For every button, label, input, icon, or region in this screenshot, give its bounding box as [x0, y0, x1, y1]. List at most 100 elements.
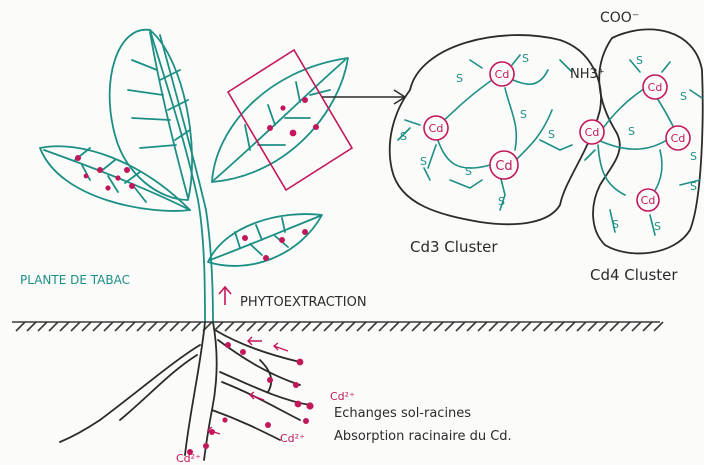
soil-hatch: [577, 322, 586, 331]
soil-hatch: [654, 322, 663, 331]
soil-hatch: [148, 322, 157, 331]
cd-atom-label: Cd: [648, 81, 663, 94]
soil-hatch: [225, 322, 234, 331]
soil-hatch: [379, 322, 388, 331]
cd3-sulfur-labels: S S S S S S S S: [400, 52, 555, 208]
soil-hatch: [291, 322, 300, 331]
soil-hatch: [302, 322, 311, 331]
soil-hatch: [115, 322, 124, 331]
soil-hatch: [544, 322, 553, 331]
sulfur-label: S: [400, 130, 407, 143]
nh3-label: NH3⁺: [570, 67, 605, 82]
cd-atom-label: Cd: [495, 68, 510, 81]
sulfur-label: S: [498, 195, 505, 208]
soil-hatch: [192, 322, 201, 331]
sulfur-label: S: [465, 165, 472, 178]
soil-hatch: [555, 322, 564, 331]
sulfur-label: S: [548, 128, 555, 141]
sulfur-label: S: [420, 155, 427, 168]
soil-hatch: [478, 322, 487, 331]
sulfur-label: S: [690, 150, 697, 163]
soil-hatch: [126, 322, 135, 331]
phytoextraction-arrow: [219, 287, 231, 305]
sulfur-label: S: [522, 52, 529, 65]
cd3-cluster: S S S S S S S S Cd Cd Cd: [390, 35, 601, 224]
cd-atom-label: Cd: [641, 194, 656, 207]
soil-hatch: [335, 322, 344, 331]
soil-hatch: [247, 322, 256, 331]
zoom-arrow: [322, 90, 405, 104]
soil-hatch: [522, 322, 531, 331]
sulfur-label: S: [520, 108, 527, 121]
soil-hatch: [346, 322, 355, 331]
soil-hatch: [159, 322, 168, 331]
soil-hatch: [137, 322, 146, 331]
cd-atom-label: Cd: [429, 122, 444, 135]
cd2plus-label: Cd²⁺: [176, 452, 201, 465]
soil-hatch: [357, 322, 366, 331]
sulfur-label: S: [690, 180, 697, 193]
soil-hatch: [82, 322, 91, 331]
soil-hatch: [489, 322, 498, 331]
soil-line: [12, 322, 663, 331]
plant-label: PLANTE DE TABAC: [20, 273, 130, 287]
soil-hatch: [423, 322, 432, 331]
soil-hatch: [16, 322, 25, 331]
soil-hatch: [533, 322, 542, 331]
soil-hatch: [324, 322, 333, 331]
cd-atom-label: Cd: [495, 159, 512, 174]
soil-hatch: [104, 322, 113, 331]
cd4-cluster: S S S S S S S Cd Cd Cd Cd: [580, 29, 703, 253]
sulfur-label: S: [680, 90, 687, 103]
soil-hatch: [236, 322, 245, 331]
soil-hatch: [599, 322, 608, 331]
soil-hatch: [467, 322, 476, 331]
sulfur-label: S: [612, 218, 619, 231]
soil-hatch: [401, 322, 410, 331]
soil-hatch: [71, 322, 80, 331]
absorption-label: Absorption racinaire du Cd.: [334, 429, 512, 444]
soil-hatch: [313, 322, 322, 331]
soil-hatch: [390, 322, 399, 331]
soil-hatch: [258, 322, 267, 331]
soil-hatch: [632, 322, 641, 331]
soil-hatch: [269, 322, 278, 331]
soil-hatch: [170, 322, 179, 331]
sulfur-label: S: [654, 220, 661, 233]
soil-hatch: [643, 322, 652, 331]
root-arrows: [208, 337, 288, 434]
cd-atom-label: Cd: [585, 126, 600, 139]
soil-hatch: [27, 322, 36, 331]
cd4-cluster-label: Cd4 Cluster: [590, 266, 678, 284]
soil-hatch: [280, 322, 289, 331]
soil-hatch: [434, 322, 443, 331]
sulfur-label: S: [636, 54, 643, 67]
soil-hatch: [412, 322, 421, 331]
soil-hatch: [621, 322, 630, 331]
soil-hatch: [456, 322, 465, 331]
cd-atom-label: Cd: [671, 132, 686, 145]
exchanges-label: Echanges sol-racines: [334, 406, 471, 421]
cd2plus-label: Cd²⁺: [330, 390, 355, 403]
soil-hatch: [610, 322, 619, 331]
coo-label: COO⁻: [600, 10, 639, 26]
soil-hatch: [93, 322, 102, 331]
soil-hatch: [588, 322, 597, 331]
cd3-cluster-label: Cd3 Cluster: [410, 238, 498, 256]
soil-hatch: [566, 322, 575, 331]
soil-hatch: [511, 322, 520, 331]
roots: [60, 322, 310, 460]
soil-hatch: [60, 322, 69, 331]
soil-hatch: [368, 322, 377, 331]
sulfur-label: S: [456, 72, 463, 85]
cd2plus-label: Cd²⁺: [280, 432, 305, 445]
soil-hatch: [445, 322, 454, 331]
soil-hatch: [181, 322, 190, 331]
phytoextraction-label: PHYTOEXTRACTION: [240, 295, 367, 310]
soil-hatch: [38, 322, 47, 331]
leaf-top: [110, 30, 192, 200]
soil-hatch: [500, 322, 509, 331]
soil-hatch: [49, 322, 58, 331]
